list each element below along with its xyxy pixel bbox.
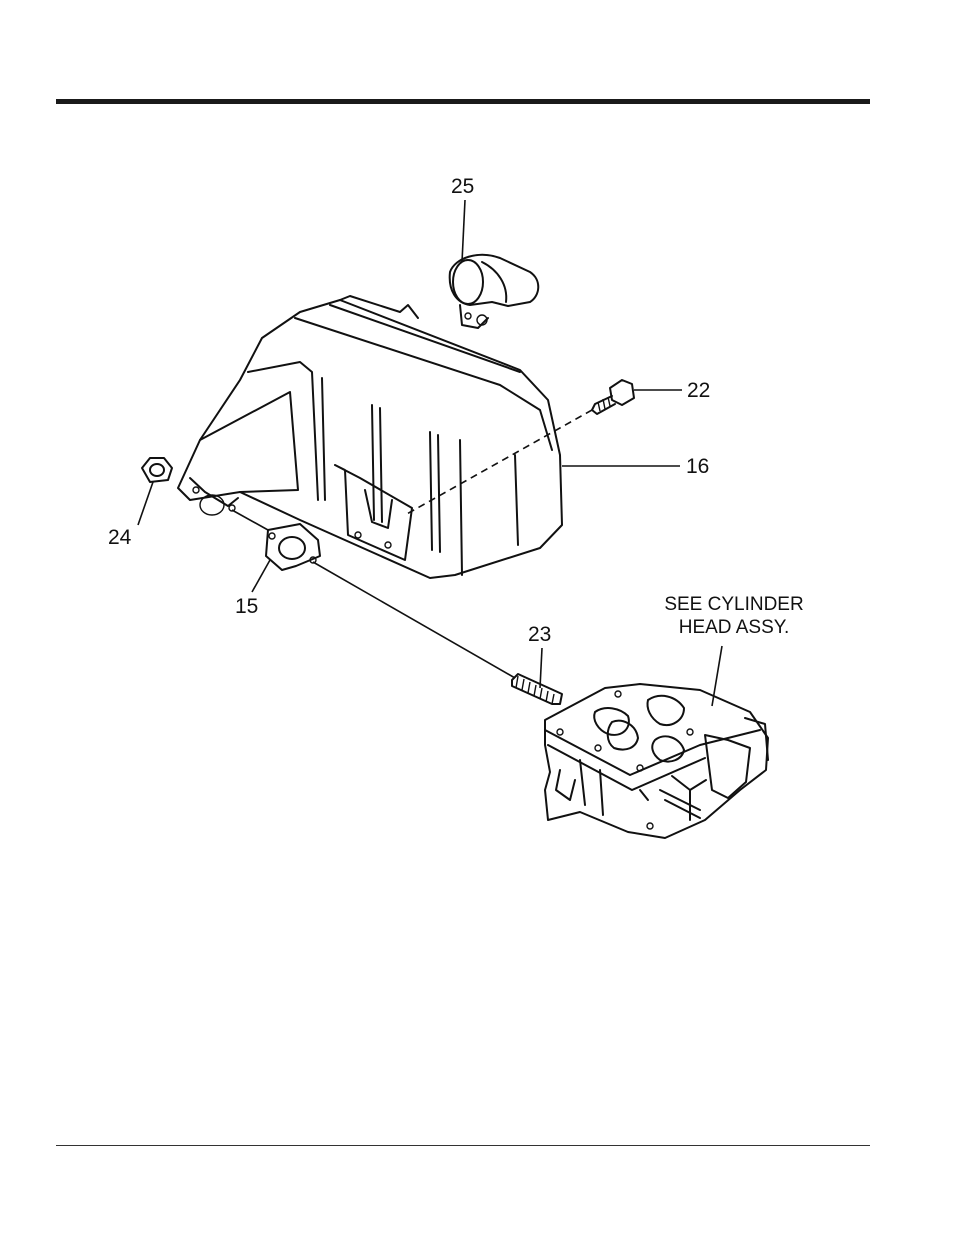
stud	[512, 674, 562, 704]
callout-16: 16	[686, 456, 709, 477]
gasket	[266, 524, 320, 570]
note-line-1: SEE CYLINDER	[640, 593, 828, 616]
muffler	[178, 296, 562, 578]
cylinder-head	[545, 684, 768, 838]
callout-15: 15	[235, 596, 258, 617]
cylinder-head-reference-note: SEE CYLINDER HEAD ASSY.	[640, 593, 828, 639]
callout-25: 25	[451, 176, 474, 197]
callout-23: 23	[528, 624, 551, 645]
note-line-2: HEAD ASSY.	[640, 616, 828, 639]
callout-22: 22	[687, 380, 710, 401]
flange-nut	[142, 458, 172, 482]
callout-24: 24	[108, 527, 131, 548]
bolt	[592, 380, 634, 414]
footer-rule	[56, 1145, 870, 1146]
exhaust-deflector	[450, 255, 539, 328]
